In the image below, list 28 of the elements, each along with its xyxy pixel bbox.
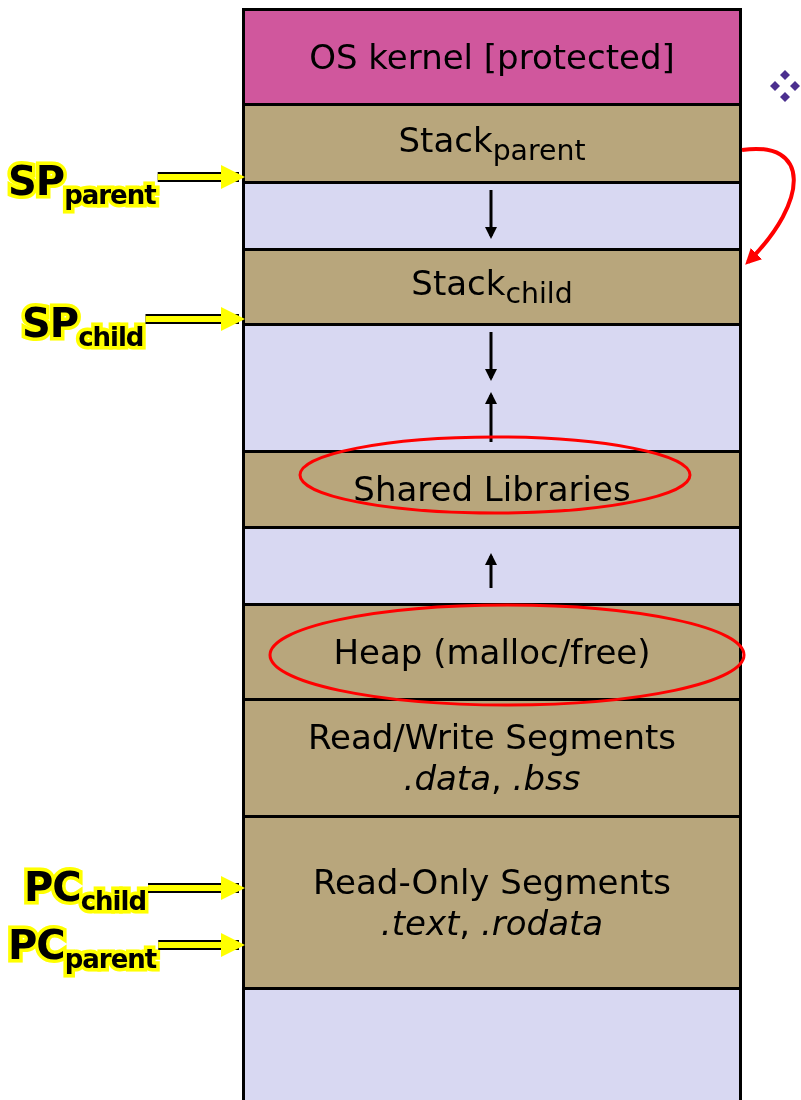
segment-label: OS kernel [protected] [309,36,675,78]
segment-label: Stack$_{parent}$ [398,119,586,168]
memory-segment [242,103,742,184]
memory-segment [242,698,742,818]
pointer-label: SP$_{child}$ [22,300,144,352]
segment-label: Stack$_{child}$ [411,263,573,311]
pointer-arrow [158,933,245,957]
memory-segment [242,248,742,326]
free-region [242,323,742,453]
segment-label: .text, .rodata [380,902,604,944]
memory-segment [242,450,742,529]
free-region [242,181,742,251]
segment-label: Read/Write Segments [307,717,677,758]
pointer-arrow [157,165,245,189]
memory-segment [242,815,742,990]
free-region [242,987,742,1100]
segment-label: .data, .bss [403,758,581,799]
free-region [242,526,742,606]
pointer-arrow [148,876,245,900]
segment-label: Heap (malloc/free) [333,631,651,673]
pointer-arrow [145,307,245,331]
segment-label: Read-Only Segments [312,861,671,903]
annotation-arrow [741,147,796,265]
segment-label: Shared Libraries [353,469,631,510]
pointer-label: PC$_{parent}$ [8,922,157,974]
pointer-label: PC$_{child}$ [24,864,147,916]
pointer-label: SP$_{parent}$ [8,158,156,210]
memory-segment [242,8,742,106]
